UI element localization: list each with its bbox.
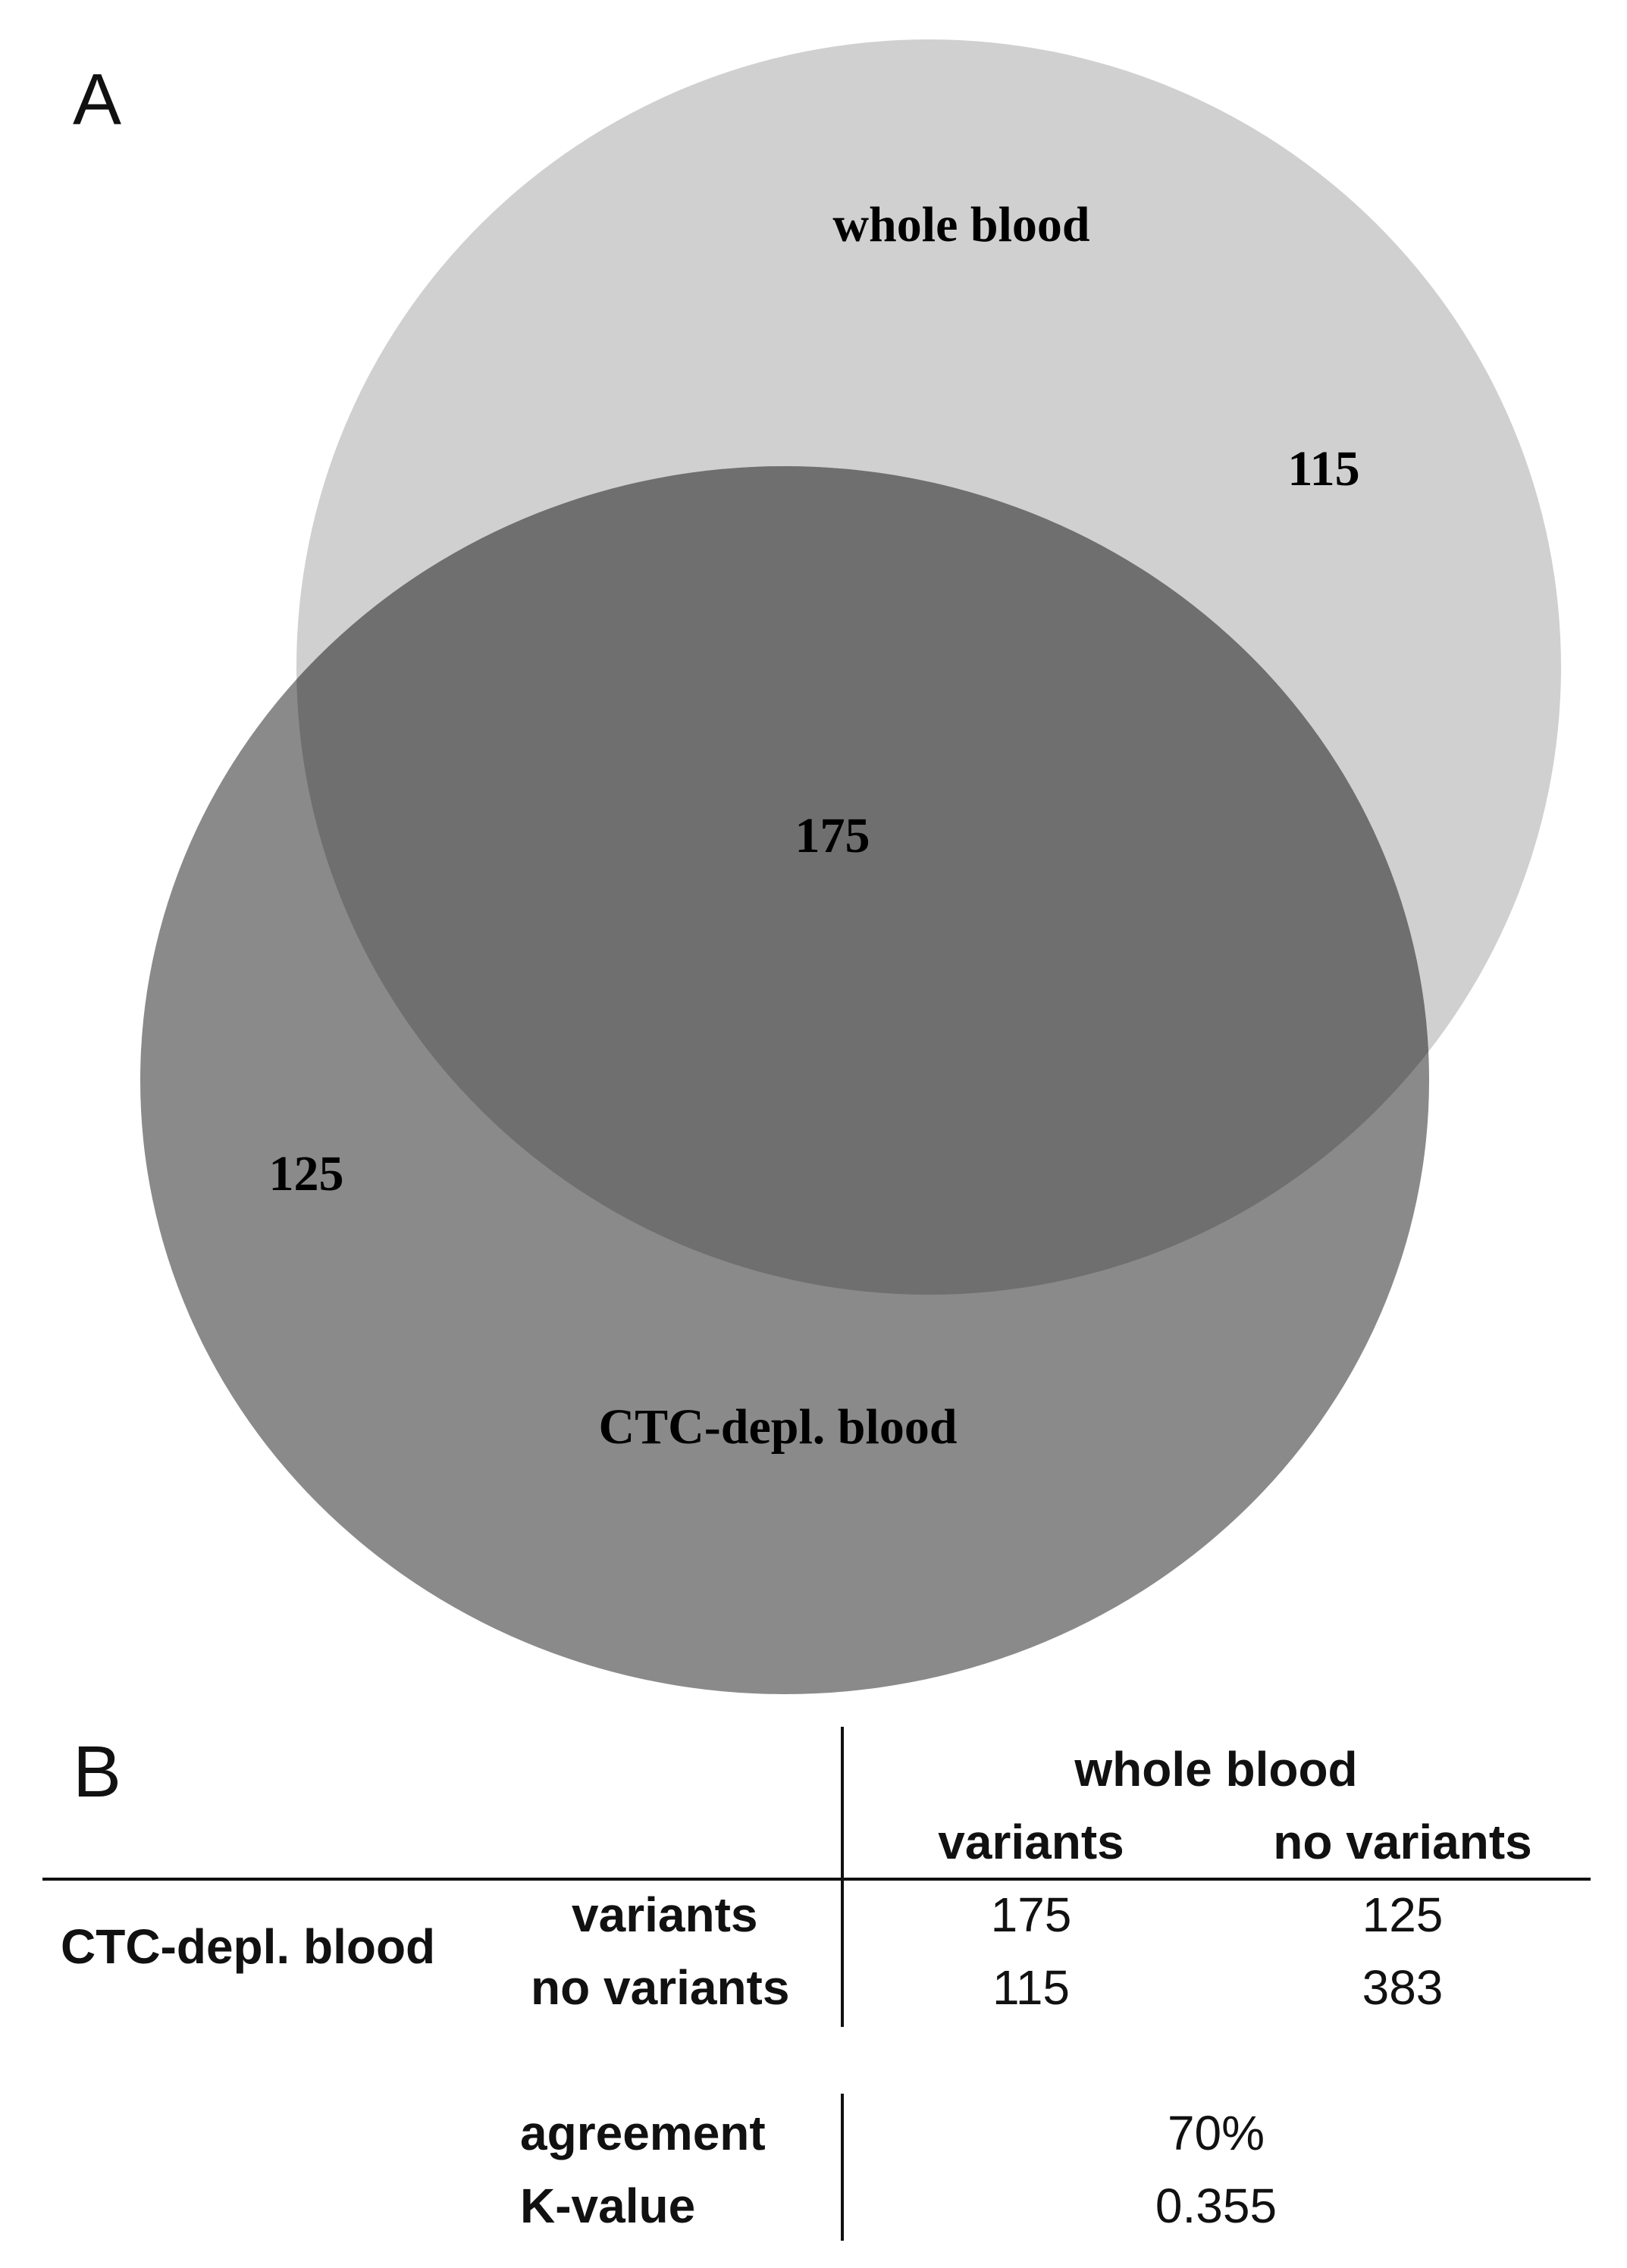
- row-label-no-variants: no variants: [531, 1960, 790, 2015]
- stat-value-agreement: 70%: [1167, 2106, 1265, 2160]
- column-group-header: whole blood: [1074, 1742, 1358, 1797]
- venn-overlap-region: [296, 466, 1429, 1295]
- stat-label-k-value: K-value: [520, 2179, 696, 2233]
- row-label-variants: variants: [572, 1887, 758, 1942]
- stats-vertical-divider: [841, 2094, 844, 2241]
- panel-a-letter: A: [73, 59, 122, 140]
- cell-variants-no-variants: 125: [1362, 1887, 1444, 1942]
- column-header-variants: variants: [938, 1815, 1124, 1869]
- table-vertical-divider: [841, 1727, 844, 2027]
- stat-value-k-value: 0.355: [1155, 2179, 1277, 2233]
- venn-label-ctc-depl-blood: CTC-depl. blood: [598, 1399, 957, 1455]
- venn-label-whole-blood: whole blood: [832, 197, 1089, 252]
- cell-no-variants-variants: 115: [992, 1960, 1071, 2015]
- column-header-no-variants: no variants: [1273, 1815, 1532, 1869]
- venn-diagram: whole blood 115 175 125 CTC-depl. blood: [140, 39, 1561, 1694]
- row-group-header: CTC-depl. blood: [61, 1919, 436, 1974]
- panel-b-letter: B: [73, 1731, 122, 1812]
- venn-count-whole-blood-only: 115: [1287, 441, 1359, 497]
- cell-no-variants-no-variants: 383: [1362, 1960, 1444, 2015]
- venn-count-intersection: 175: [795, 808, 870, 863]
- table-header-rule: [42, 1878, 1591, 1881]
- stat-label-agreement: agreement: [520, 2106, 766, 2160]
- cell-variants-variants: 175: [990, 1887, 1072, 1942]
- venn-count-ctc-depl-only: 125: [269, 1146, 344, 1201]
